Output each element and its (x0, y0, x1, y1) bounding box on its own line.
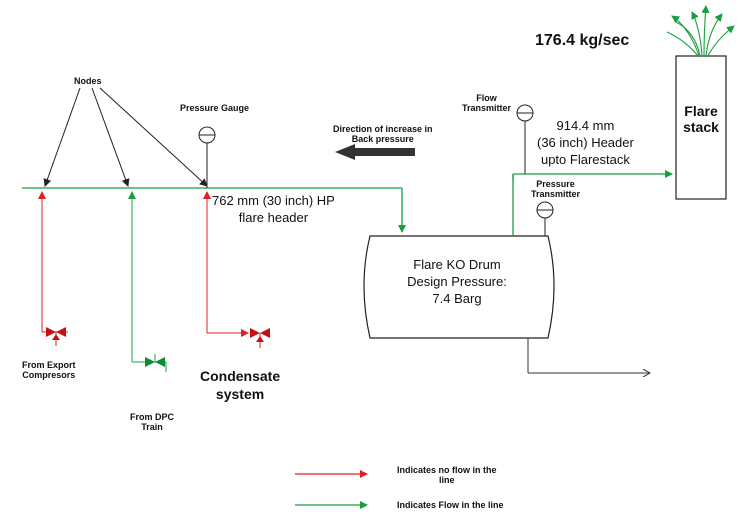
direction-arrow (335, 144, 415, 160)
direction-label-line2: Back pressure (351, 134, 414, 145)
header-36-label-line1: 914.4 mm (556, 118, 615, 133)
ko-drum-label-line2: Design Pressure: (407, 273, 507, 289)
drum-outlet-line (512, 170, 673, 236)
dpc-train-label: From DPC Train (130, 412, 174, 433)
legend-no-flow-text: Indicates no flow in the line (397, 465, 497, 486)
flow-transmitter-label: Flow Transmitter (462, 93, 511, 114)
export-label-line1: From Export (22, 360, 76, 370)
flame-icon (666, 5, 735, 57)
export-compressor-branch (38, 191, 68, 346)
flow-rate-label: 176.4 kg/sec (535, 32, 630, 49)
pressure-transmitter-icon (536, 201, 554, 236)
flare-stack-label: Flare stack (680, 103, 722, 135)
flow-transmitter-label-line2: Transmitter (462, 103, 512, 114)
ko-drum-label: Flare KO Drum Design Pressure: 7.4 Barg (396, 257, 518, 308)
legend-no-flow-text-line2: line (439, 475, 455, 486)
nodes-label: Nodes (74, 76, 102, 86)
node-arrow-2 (91, 87, 130, 187)
export-label-line2: Compresors (22, 370, 76, 381)
flare-stack (675, 55, 727, 200)
flow-transmitter-icon (516, 104, 534, 174)
pressure-gauge-icon (198, 126, 216, 188)
hp-header-label-line2: flare header (238, 209, 309, 225)
pressure-gauge-label: Pressure Gauge (180, 103, 250, 113)
node-arrow-3 (99, 87, 208, 187)
node-arrow-1 (43, 87, 81, 187)
condensate-valve-icon (250, 328, 270, 348)
condensate-label-line2: system (215, 385, 265, 402)
node-pointer-arrows (43, 87, 208, 187)
header-36-label-line3: upto Flarestack (540, 151, 630, 167)
legend-flow-text: Indicates Flow in the line (397, 500, 504, 510)
hp-header-label-line1: 762 mm (30 inch) HP (212, 193, 335, 208)
ko-drum-vessel (363, 235, 555, 339)
ko-drum-label-line3: 7.4 Barg (432, 290, 482, 306)
legend-lines (295, 470, 368, 509)
condensate-branch (203, 191, 270, 348)
direction-label-line1: Direction of increase in (333, 124, 433, 134)
hp-header-label: 762 mm (30 inch) HP flare header (212, 193, 335, 227)
export-valve-icon (46, 327, 66, 346)
header-36-label: 914.4 mm (36 inch) Header upto Flarestac… (537, 118, 634, 169)
export-compressors-label: From Export Compresors (22, 360, 76, 381)
ko-drum-label-line1: Flare KO Drum (413, 257, 501, 272)
condensate-label-line1: Condensate (200, 368, 281, 384)
dpc-train-branch (128, 191, 167, 372)
flare-stack-label-line1: Flare (684, 103, 718, 119)
dpc-label-line1: From DPC (130, 412, 175, 422)
hp-flare-header (22, 187, 406, 233)
condensate-system-label: Condensate system (200, 368, 280, 403)
dpc-valve-icon (145, 354, 167, 372)
pressure-transmitter-label: Pressure Transmitter (531, 179, 580, 200)
header-36-label-line2: (36 inch) Header (537, 134, 634, 150)
flow-transmitter-label-line1: Flow (476, 93, 497, 103)
direction-label: Direction of increase in Back pressure (333, 124, 433, 145)
pressure-transmitter-label-line2: Transmitter (531, 189, 581, 200)
dpc-label-line2: Train (141, 422, 163, 433)
drum-drain-line (527, 338, 650, 373)
legend-no-flow-text-line1: Indicates no flow in the (397, 465, 497, 475)
flare-stack-label-line2: stack (683, 119, 719, 136)
pressure-transmitter-label-line1: Pressure (536, 179, 575, 189)
